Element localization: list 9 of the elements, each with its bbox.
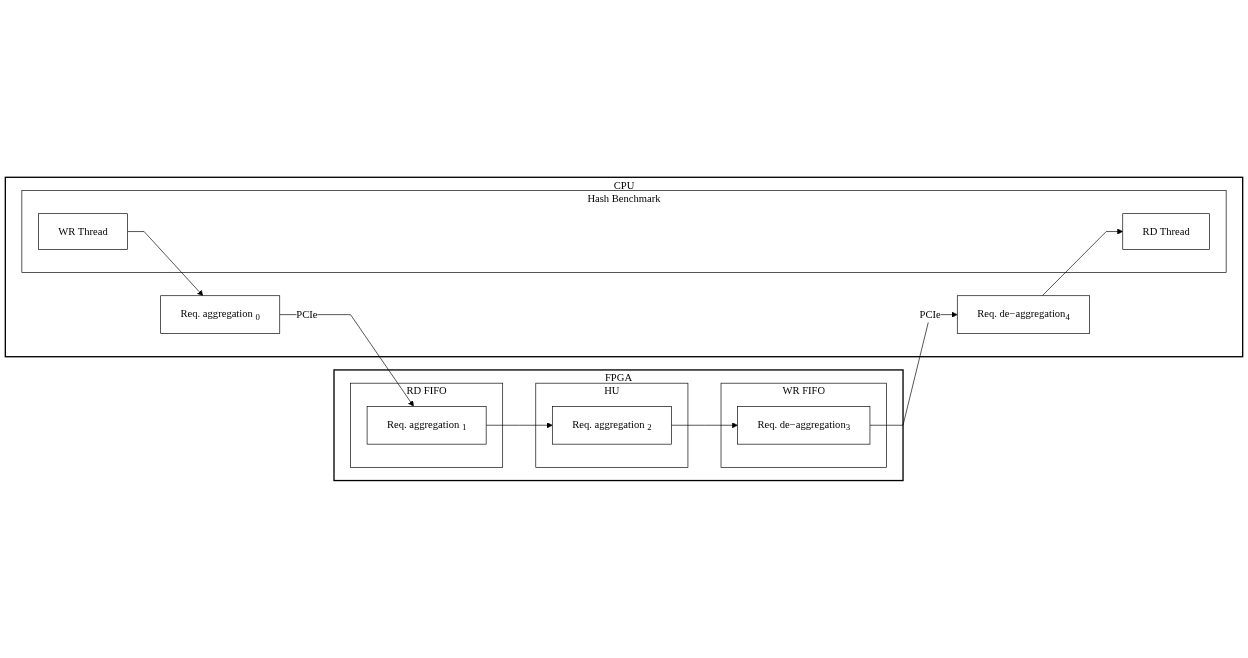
node-box: RD Thread (1122, 213, 1210, 250)
edge-label: PCIe (919, 308, 941, 321)
node-box: WR Thread (38, 213, 128, 250)
node-box: Req. aggregation $_{1}$ (366, 406, 487, 445)
node-box: Req. aggregation $_{0}$ (160, 295, 281, 334)
node-box: Req. de−aggregation$_{3}$ (737, 406, 871, 445)
edge-label: PCIe (296, 308, 318, 321)
node-box: Req. de−aggregation$_{4}$ (956, 295, 1090, 334)
node-box: Req. aggregation $_{2}$ (552, 406, 672, 445)
